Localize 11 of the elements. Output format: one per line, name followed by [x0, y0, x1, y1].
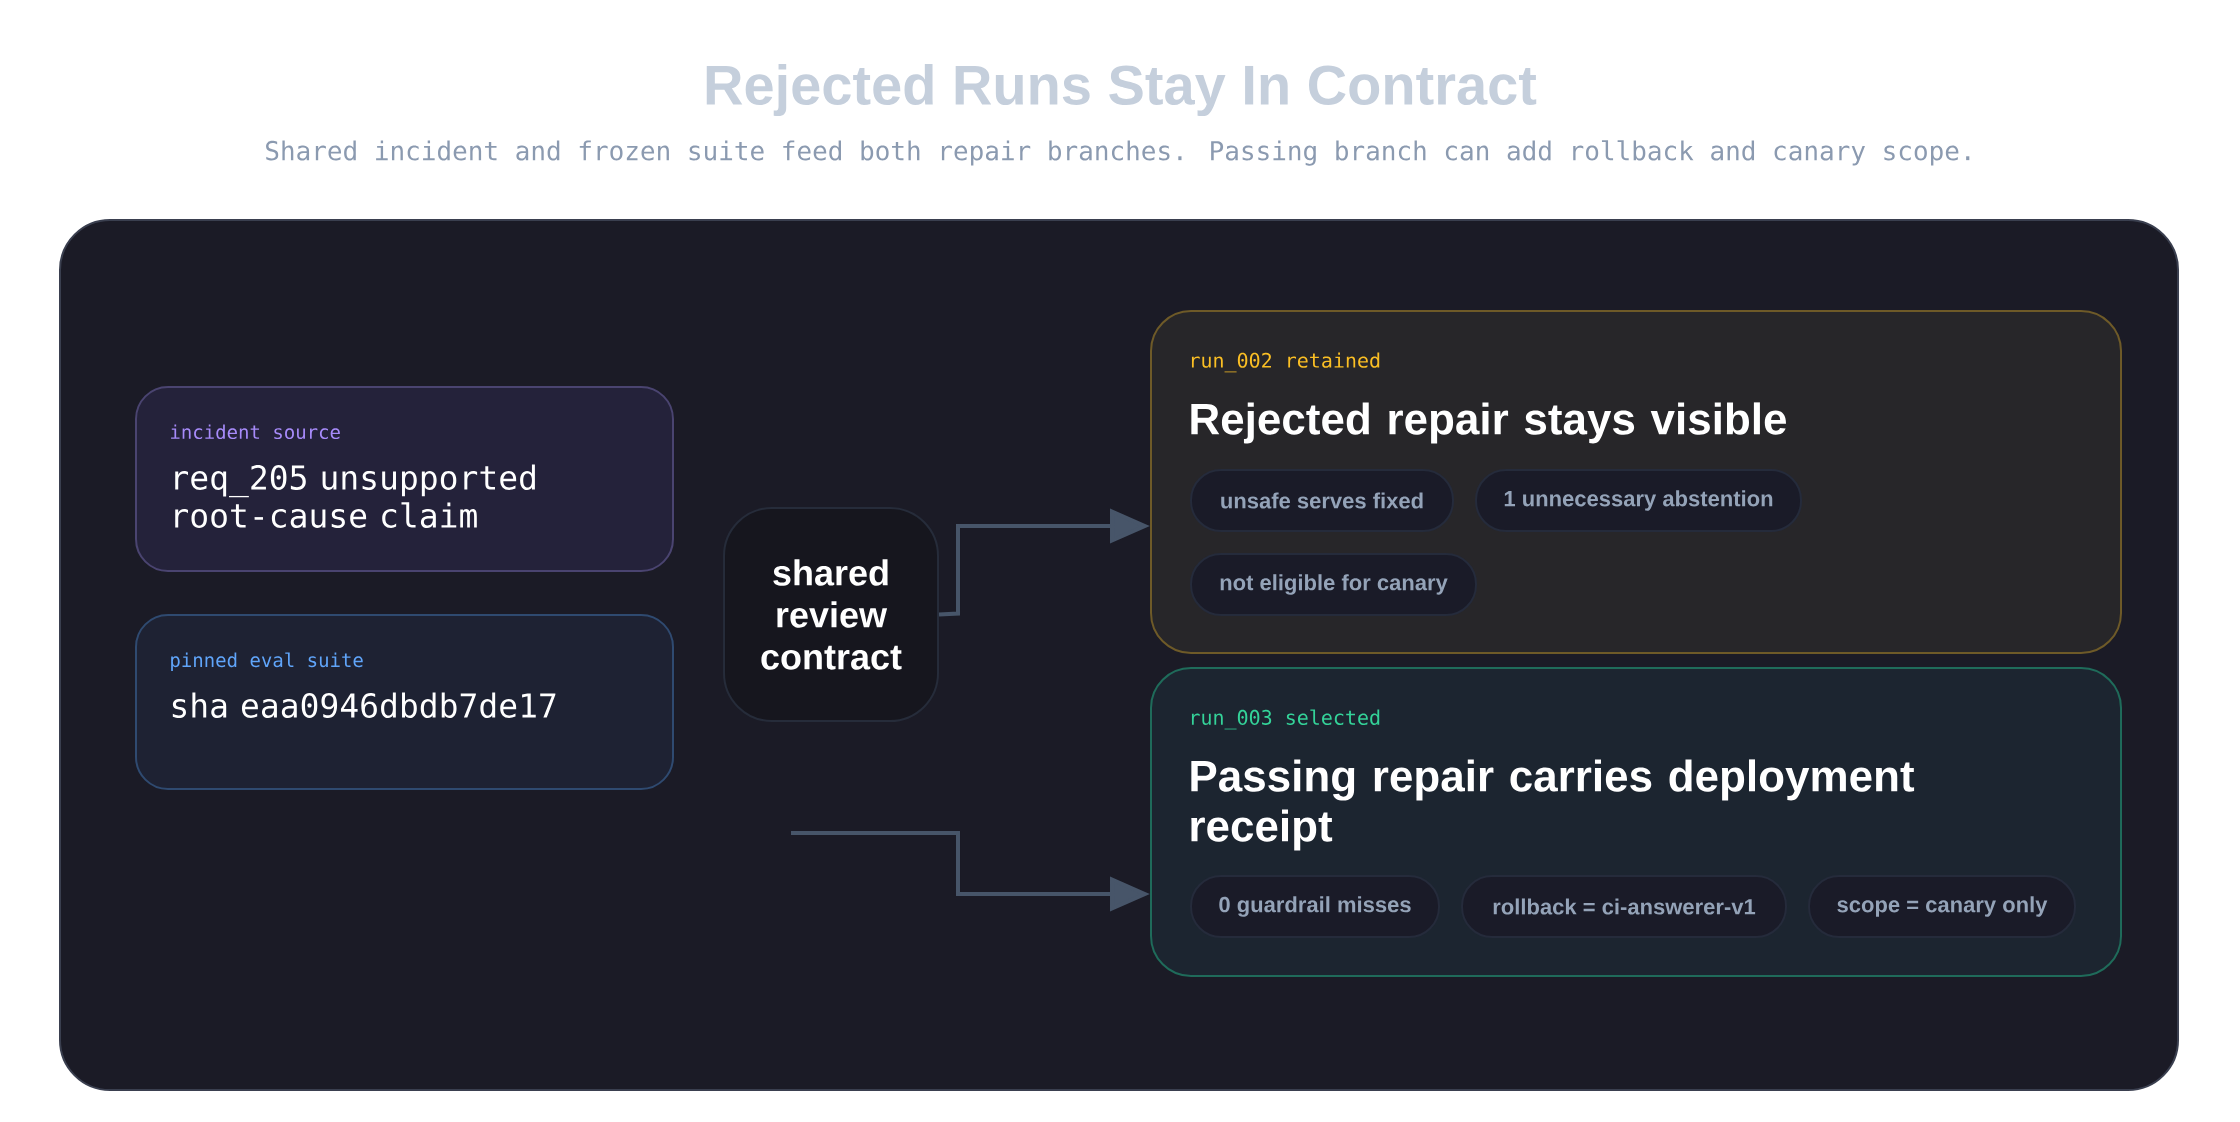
metric-pill: 0 guardrail misses: [1190, 875, 1440, 938]
hub-box: shared review contract: [723, 507, 939, 722]
title: Rejected Runs Stay In Contract: [706, 63, 1537, 117]
input-box: incident source req_205 unsupported root-cause claim: [135, 386, 674, 572]
metric-pill: 1 unnecessary abstention: [1475, 469, 1802, 532]
metric-pill: not eligible for canary: [1190, 553, 1477, 616]
metric-pill: rollback = ci-answerer-v1: [1461, 875, 1787, 938]
subtitle: Shared incident and frozen suite feed both repair branches. Passing branch can add rollback and canary scope.: [266, 140, 1970, 166]
metric-pill: scope = canary only: [1808, 875, 2076, 938]
input-box: pinned eval suite sha eaa0946dbdb7de17: [135, 614, 674, 790]
metric-pill: unsafe serves fixed: [1190, 469, 1454, 532]
